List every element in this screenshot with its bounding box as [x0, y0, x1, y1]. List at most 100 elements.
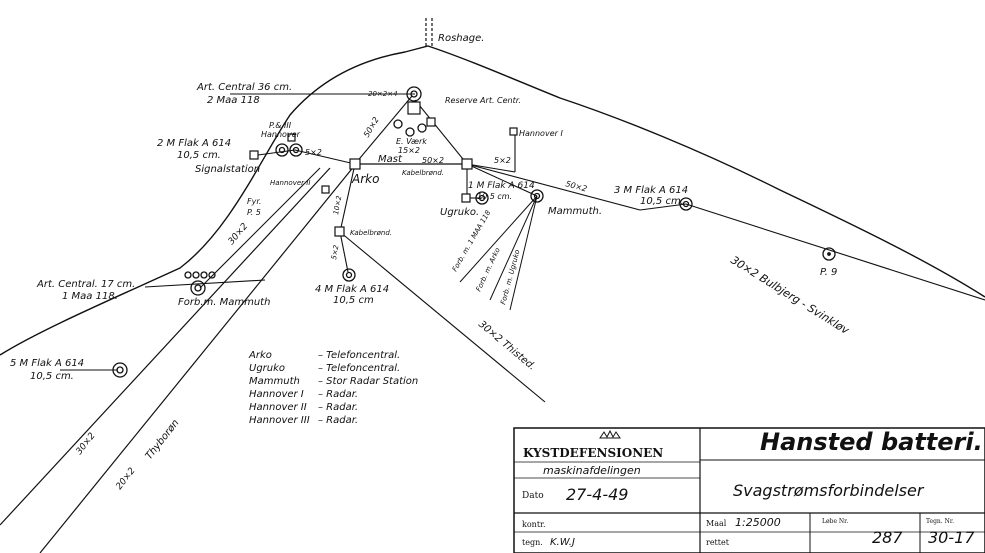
label-15x2: 15×2	[398, 146, 420, 155]
label-mast: Mast	[378, 154, 403, 165]
signalstation-box	[249, 150, 259, 160]
cable-to-3m-flak	[639, 203, 687, 211]
legend-name: Hannover I	[249, 389, 304, 400]
junction-kabelbrond-south	[334, 226, 345, 237]
drawing-title: Hansted batteri.	[760, 428, 983, 456]
tegn-label: tegn.	[522, 538, 543, 547]
junction-kabelbrond	[461, 158, 473, 170]
label-roshage: Roshage.	[438, 33, 484, 44]
legend-name: Mammuth	[249, 376, 300, 387]
label-maa-118-top: 2 Maa 118	[207, 95, 260, 106]
art-central-box	[407, 101, 421, 115]
hannover-i-box	[509, 127, 518, 136]
label-flak-2m-cm: 10,5 cm.	[177, 150, 221, 161]
label-50x2-b: 50×2	[422, 156, 444, 165]
cable-art-central	[354, 95, 413, 165]
mammuth-symbol	[530, 189, 544, 203]
cable-to-4m-flak	[339, 231, 349, 273]
flak-2m-symbol-b	[289, 143, 303, 157]
flak-1m-symbol	[475, 191, 489, 205]
label-30x2-a: 30×2	[227, 221, 251, 247]
label-p9: P. 9	[820, 267, 837, 278]
flak-2m-symbol	[275, 143, 289, 157]
label-flak-4m: 4 M Flak A 614	[315, 284, 389, 295]
label-ugruko: Ugruko.	[440, 207, 479, 218]
label-flak-2m: 2 M Flak A 614	[157, 138, 231, 149]
label-p5: P. 5	[247, 208, 261, 217]
label-art-central-17: Art. Central. 17 cm.	[36, 279, 135, 290]
legend-desc: – Telefoncentral.	[318, 350, 400, 361]
label-forb-mammuth: Forb.m. Mammuth	[178, 297, 270, 308]
label-5x2-b: 5×2	[494, 156, 511, 165]
legend-desc: – Telefoncentral.	[318, 363, 400, 374]
cable-50x2-east	[466, 163, 641, 211]
org-name: KYSTDEFENSIONEN	[523, 446, 663, 460]
label-kabelbrond-1: Kabelbrønd.	[402, 169, 444, 177]
dept-name: maskinafdelingen	[543, 464, 641, 477]
legend-name: Arko	[248, 350, 272, 361]
crown-icon	[599, 429, 621, 439]
label-flak-3m-cm: 10,5 cm.	[640, 196, 684, 207]
drawing-subtitle: Svagstrømsforbindelser	[733, 481, 925, 500]
label-50x2-c: 50×2	[564, 179, 588, 193]
label-thisted: 30×2 Thisted.	[476, 319, 537, 373]
cable-mammuth	[466, 163, 538, 197]
dato-label: Dato	[522, 491, 544, 501]
label-30x2-b: 30×2	[74, 431, 97, 457]
cable-2m-flak	[294, 149, 356, 165]
tegn-nr-label: Tegn. Nr.	[926, 518, 954, 525]
art-central-17-symbols	[184, 271, 216, 279]
label-flak-1m-cm: 10,5 cm.	[477, 192, 512, 201]
label-10x2: 10×2	[332, 194, 343, 215]
lobe-value: 287	[872, 528, 903, 547]
cable-forb-arko	[489, 195, 538, 301]
maal-label: Maal	[706, 519, 727, 528]
legend-desc: – Radar.	[318, 402, 358, 413]
label-reserve: Reserve Art. Centr.	[445, 96, 521, 105]
label-mammuth: Mammuth.	[548, 206, 602, 217]
lobe-label: Løbe Nr.	[822, 518, 848, 525]
flak-4m-symbol	[342, 268, 356, 282]
cable-reserve	[414, 99, 468, 165]
terrain-outline	[0, 45, 985, 356]
forb-mammuth-symbol	[190, 280, 206, 296]
label-fyr: Fyr.	[247, 197, 261, 206]
label-flak-5m: 5 M Flak A 614	[10, 358, 84, 369]
legend-desc: – Stor Radar Station	[318, 376, 418, 387]
legend-name: Hannover II	[249, 402, 307, 413]
label-flak-5m-cm: 10,5 cm.	[30, 371, 74, 382]
tegn-value: K.W.J	[550, 537, 575, 548]
label-flak-4m-cm: 10,5 cm	[333, 295, 374, 306]
e-vaerk-box	[426, 117, 436, 127]
label-forb-arko: Forb. m. Arko	[475, 247, 502, 293]
hannover-iii-box	[287, 133, 296, 142]
cable-thyboron-20x2	[39, 164, 356, 553]
dato-value: 27-4-49	[566, 485, 628, 504]
title-block: KYSTDEFENSIONEN maskinafdelingen Hansted…	[513, 427, 985, 553]
cable-forb-maa-118	[459, 195, 538, 283]
art-central-36-symbol	[406, 86, 422, 102]
label-5x2-c: 5×2	[330, 244, 341, 260]
cable-thisted	[339, 231, 546, 403]
cable-4m-flak	[339, 163, 356, 233]
p9-symbol	[822, 247, 836, 261]
junction-arko	[349, 158, 361, 170]
ugruko-box	[461, 193, 471, 203]
label-signalstation: Signalstation	[195, 164, 260, 175]
kontr-label: kontr.	[522, 520, 546, 529]
label-20x2x4: 20×2×4	[368, 90, 398, 98]
label-maa-118: 1 Maa 118.	[62, 291, 118, 302]
tegn-nr-value: 30-17	[928, 528, 975, 547]
label-thyboron: Thyborøn	[144, 418, 182, 462]
legend-name: Ugruko	[249, 363, 285, 374]
label-hannover-ii: Hannover II	[270, 179, 310, 187]
cable-forb-mammuth	[199, 167, 321, 289]
cable-forb-ugruko	[509, 195, 538, 311]
label-5x2-a: 5×2	[305, 148, 322, 157]
hannover-ii-box	[321, 185, 330, 194]
flak-3m-symbol	[679, 197, 693, 211]
label-p-iii: P.& III	[269, 121, 292, 130]
label-20x2: 20×2	[114, 466, 137, 492]
